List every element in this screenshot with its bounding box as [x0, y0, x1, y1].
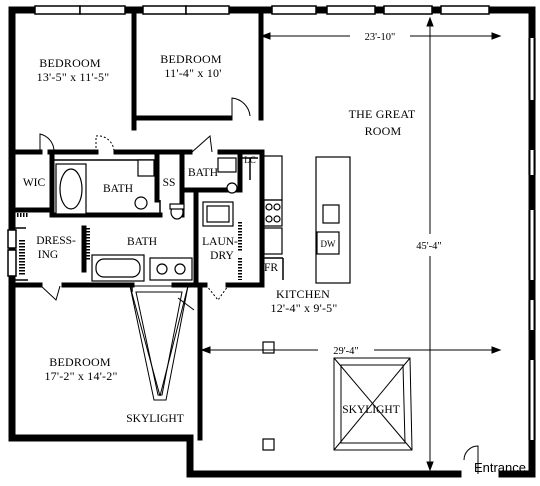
dim-top-width: 23'-10"	[365, 32, 396, 43]
entrance-label: Entrance	[474, 460, 526, 475]
skylight-right	[333, 357, 413, 451]
kitchen-dims: 12'-4" x 9'-5"	[271, 301, 338, 315]
dimension-lines	[200, 16, 502, 472]
room-labels: BEDROOM 13'-5" x 11'-5" BEDROOM 11'-4" x…	[23, 52, 416, 425]
bedroom-3-name: BEDROOM	[49, 355, 111, 369]
fixtures	[55, 155, 351, 284]
fr-label: FR	[264, 262, 278, 274]
great-room-label-2: ROOM	[365, 124, 402, 138]
ss-label: SS	[163, 177, 176, 189]
wic-label: WIC	[23, 177, 46, 189]
great-room-label-1: THE GREAT	[349, 107, 416, 121]
bath-2-label: BATH	[127, 236, 157, 248]
bedroom-2-dims: 11'-4" x 10'	[164, 66, 221, 80]
columns	[262, 341, 275, 451]
window-right-lines	[528, 38, 536, 440]
kitchen-name: KITCHEN	[276, 287, 330, 301]
dimension-labels: 23'-10" 45'-4" 29'-4"	[333, 32, 441, 357]
skylight-2-label: SKYLIGHT	[342, 404, 400, 416]
dressing-label-1: DRESS-	[36, 235, 76, 247]
skylight-1-label: SKYLIGHT	[126, 413, 184, 425]
windows-top	[34, 5, 490, 15]
closet-marks	[14, 96, 242, 280]
laundry-label-2: DRY	[210, 250, 234, 262]
lc-label: LC	[244, 155, 256, 165]
bedroom-1-name: BEDROOM	[39, 56, 101, 70]
dressing-label-2: ING	[38, 249, 58, 261]
dw-label: DW	[321, 239, 336, 249]
interior-walls	[11, 9, 265, 441]
laundry-label-1: LAUN-	[202, 236, 238, 248]
dim-height: 45'-4"	[416, 241, 441, 252]
dim-mid-width: 29'-4"	[333, 346, 358, 357]
skylight-left	[129, 285, 189, 401]
bedroom-3-dims: 17'-2" x 14'-2"	[44, 369, 117, 383]
door-swings	[39, 97, 479, 474]
windows-left	[7, 229, 17, 277]
bedroom-2-name: BEDROOM	[160, 52, 222, 66]
bath-3-label: BATH	[188, 167, 218, 179]
bedroom-1-dims: 13'-5" x 11'-5"	[37, 70, 110, 84]
bath-1-label: BATH	[103, 183, 133, 195]
